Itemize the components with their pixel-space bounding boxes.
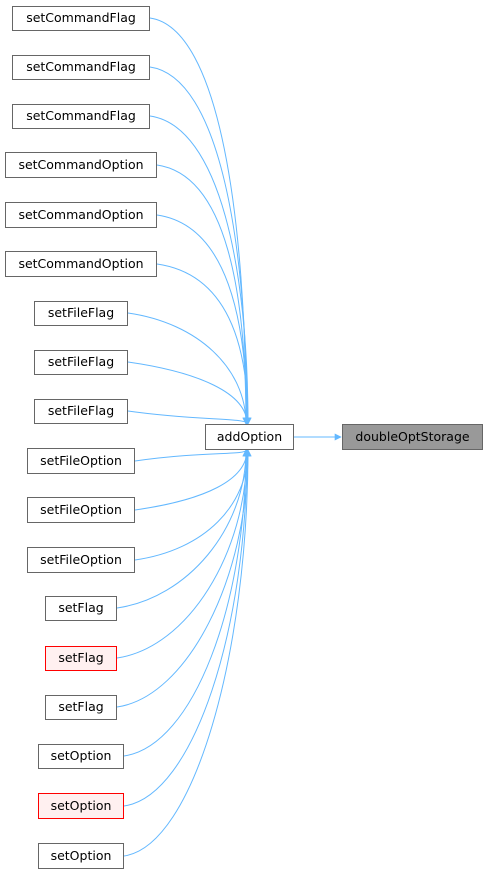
caller-node[interactable]: setCommandOption — [5, 251, 157, 277]
target-node-doubleoptstorage: doubleOptStorage — [342, 424, 483, 450]
call-edge — [134, 449, 251, 511]
call-edge — [127, 410, 252, 425]
caller-node[interactable]: setCommandFlag — [12, 6, 150, 31]
caller-node[interactable]: setCommandOption — [5, 152, 157, 178]
caller-node[interactable]: setOption — [38, 744, 124, 769]
call-edge — [127, 312, 250, 425]
caller-node[interactable]: setOption — [38, 843, 124, 869]
call-edge — [134, 449, 250, 462]
call-edge — [116, 449, 251, 659]
hub-node-addoption[interactable]: addOption — [205, 424, 294, 450]
call-edge — [116, 449, 250, 609]
caller-node[interactable]: setFileFlag — [34, 350, 128, 375]
call-edge — [123, 449, 251, 807]
caller-node[interactable]: setFlag — [45, 695, 117, 720]
call-edge — [127, 361, 251, 425]
caller-node[interactable]: setFileOption — [27, 497, 135, 523]
caller-node[interactable]: setFileFlag — [34, 399, 128, 424]
call-edge — [149, 115, 252, 425]
call-edge — [156, 263, 252, 425]
call-edge — [156, 164, 250, 425]
call-edge — [149, 17, 250, 425]
call-edge — [156, 214, 251, 425]
caller-node-highlighted[interactable]: setFlag — [45, 646, 117, 671]
caller-node[interactable]: setCommandFlag — [12, 55, 150, 80]
call-edge — [123, 449, 252, 857]
caller-node[interactable]: setCommandFlag — [12, 104, 150, 129]
call-edge — [149, 66, 251, 425]
caller-node[interactable]: setFileOption — [27, 448, 135, 474]
caller-node[interactable]: setFileFlag — [34, 301, 128, 326]
caller-node[interactable]: setCommandOption — [5, 202, 157, 228]
caller-node[interactable]: setFileOption — [27, 547, 135, 573]
call-edge — [123, 449, 250, 757]
caller-node-highlighted[interactable]: setOption — [38, 793, 124, 819]
call-edge — [116, 449, 252, 708]
caller-node[interactable]: setFlag — [45, 596, 117, 621]
